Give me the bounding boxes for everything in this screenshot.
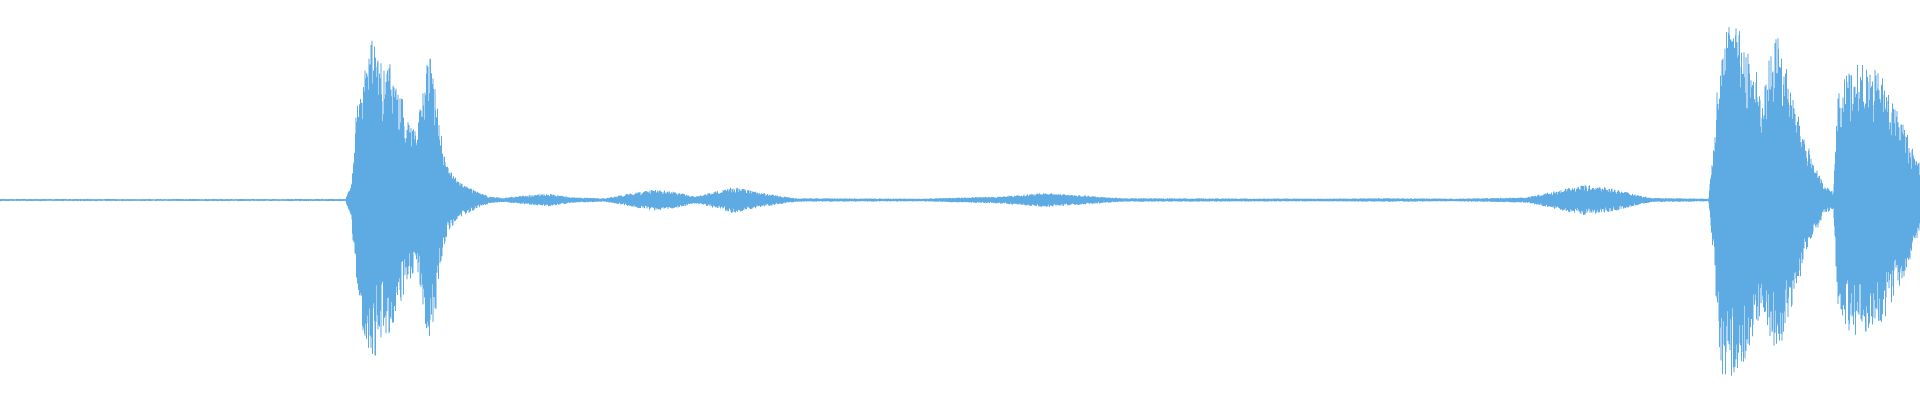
waveform-amplitude [0, 27, 1920, 376]
